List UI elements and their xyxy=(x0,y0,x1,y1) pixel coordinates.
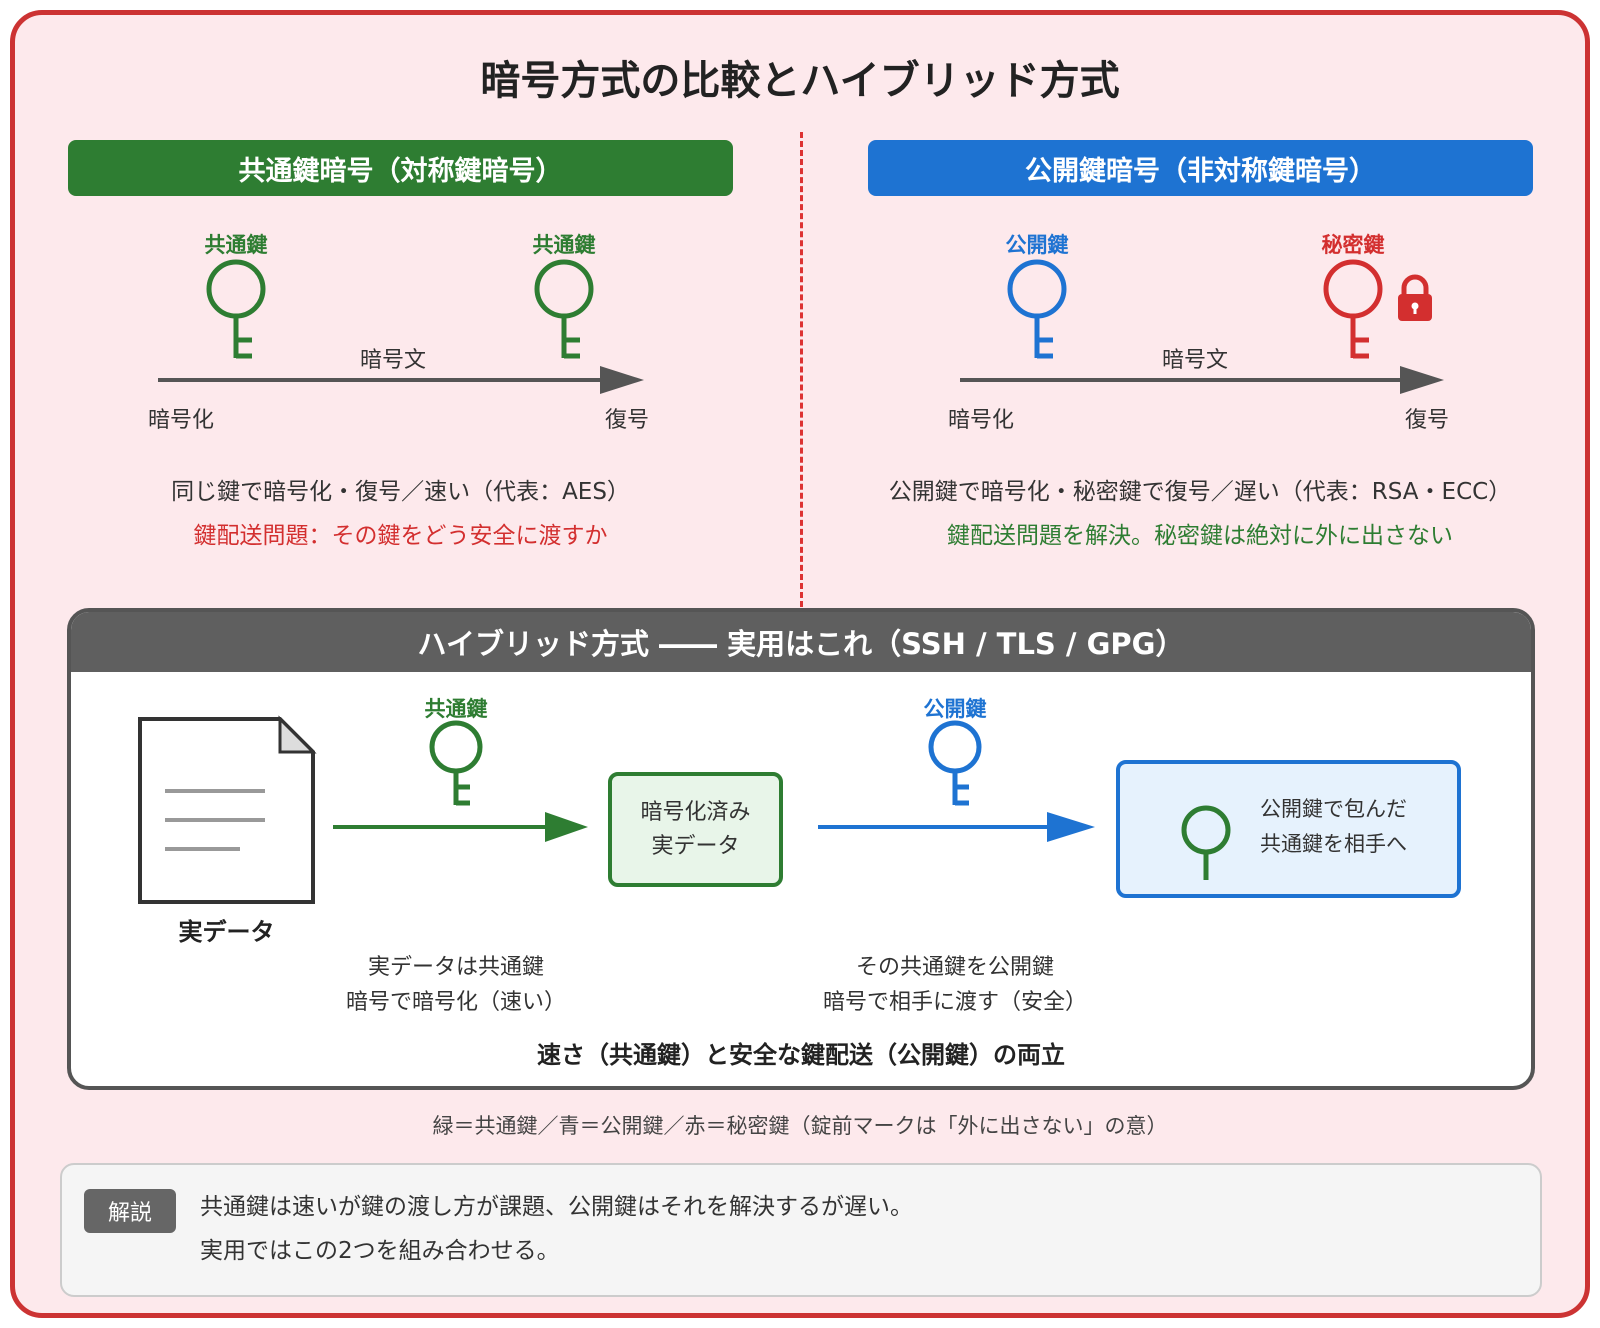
encrypted-data-line2: 実データ xyxy=(651,833,740,859)
asymmetric-description: 公開鍵で暗号化・秘密鍵で復号／遅い（代表：RSA・ECC） xyxy=(888,479,1512,505)
private-key-label: 秘密鍵 xyxy=(1321,233,1385,257)
public-key-label: 公開鍵 xyxy=(1005,233,1069,257)
step2-line1: その共通鍵を公開鍵 xyxy=(855,955,1054,980)
hybrid-common-key-label: 共通鍵 xyxy=(424,697,488,721)
symmetric-banner: 共通鍵暗号（対称鍵暗号） xyxy=(68,140,733,196)
document-label: 実データ xyxy=(178,918,275,946)
wrapped-key-line1: 公開鍵で包んだ xyxy=(1260,797,1407,821)
step1-line2: 暗号で暗号化（速い） xyxy=(345,990,566,1015)
note-line1: 共通鍵は速いが鍵の渡し方が課題、公開鍵はそれを解決するが遅い。 xyxy=(200,1194,913,1220)
color-legend: 緑＝共通鍵／青＝公開鍵／赤＝秘密鍵（錠前マークは「外に出さない」の意） xyxy=(432,1114,1168,1138)
public-key-icon xyxy=(1007,259,1067,359)
encrypted-data-box: 暗号化済み 実データ xyxy=(608,772,783,887)
asymmetric-arrow xyxy=(960,366,1444,394)
note-line2: 実用ではこの2つを組み合わせる。 xyxy=(200,1238,560,1264)
step1-caption: 実データは共通鍵 暗号で暗号化（速い） xyxy=(296,950,616,1020)
asymmetric-encrypt-label: 暗号化 xyxy=(948,408,1015,433)
asymmetric-decrypt-label: 復号 xyxy=(1405,408,1450,433)
symmetric-arrow xyxy=(158,366,644,394)
hybrid-header: ハイブリッド方式 ―― 実用はこれ（SSH / TLS / GPG） xyxy=(71,612,1531,672)
column-divider xyxy=(800,132,803,607)
symmetric-key-right-icon xyxy=(534,259,594,359)
lock-icon xyxy=(1398,274,1432,321)
encrypted-data-line1: 暗号化済み xyxy=(640,799,751,825)
symmetric-issue: 鍵配送問題：その鍵をどう安全に渡すか xyxy=(193,523,608,549)
step2-line2: 暗号で相手に渡す（安全） xyxy=(822,990,1087,1015)
symmetric-key-right-label: 共通鍵 xyxy=(532,233,596,257)
explanation-note: 解説 共通鍵は速いが鍵の渡し方が課題、公開鍵はそれを解決するが遅い。 実用ではこ… xyxy=(60,1163,1542,1297)
symmetric-cipher-label: 暗号文 xyxy=(360,348,427,373)
step1-line1: 実データは共通鍵 xyxy=(367,955,544,980)
wrapped-key-box: 公開鍵で包んだ 共通鍵を相手へ xyxy=(1116,760,1461,898)
note-badge: 解説 xyxy=(84,1189,176,1233)
symmetric-encrypt-label: 暗号化 xyxy=(148,408,215,433)
asymmetric-banner: 公開鍵暗号（非対称鍵暗号） xyxy=(868,140,1533,196)
private-key-icon xyxy=(1323,259,1383,359)
page-title: 暗号方式の比較とハイブリッド方式 xyxy=(480,58,1120,104)
symmetric-key-left-icon xyxy=(206,259,266,359)
symmetric-key-left-label: 共通鍵 xyxy=(204,233,268,257)
asymmetric-cipher-label: 暗号文 xyxy=(1162,348,1229,373)
wrapped-key-line2: 共通鍵を相手へ xyxy=(1260,832,1407,856)
symmetric-description: 同じ鍵で暗号化・復号／速い（代表：AES） xyxy=(171,479,630,505)
hybrid-summary: 速さ（共通鍵）と安全な鍵配送（公開鍵）の両立 xyxy=(537,1041,1065,1069)
symmetric-decrypt-label: 復号 xyxy=(605,408,650,433)
step2-caption: その共通鍵を公開鍵 暗号で相手に渡す（安全） xyxy=(790,950,1120,1020)
asymmetric-solution: 鍵配送問題を解決。秘密鍵は絶対に外に出さない xyxy=(947,523,1453,549)
hybrid-public-key-label: 公開鍵 xyxy=(923,697,987,721)
wrapped-common-key-icon xyxy=(1181,805,1231,880)
